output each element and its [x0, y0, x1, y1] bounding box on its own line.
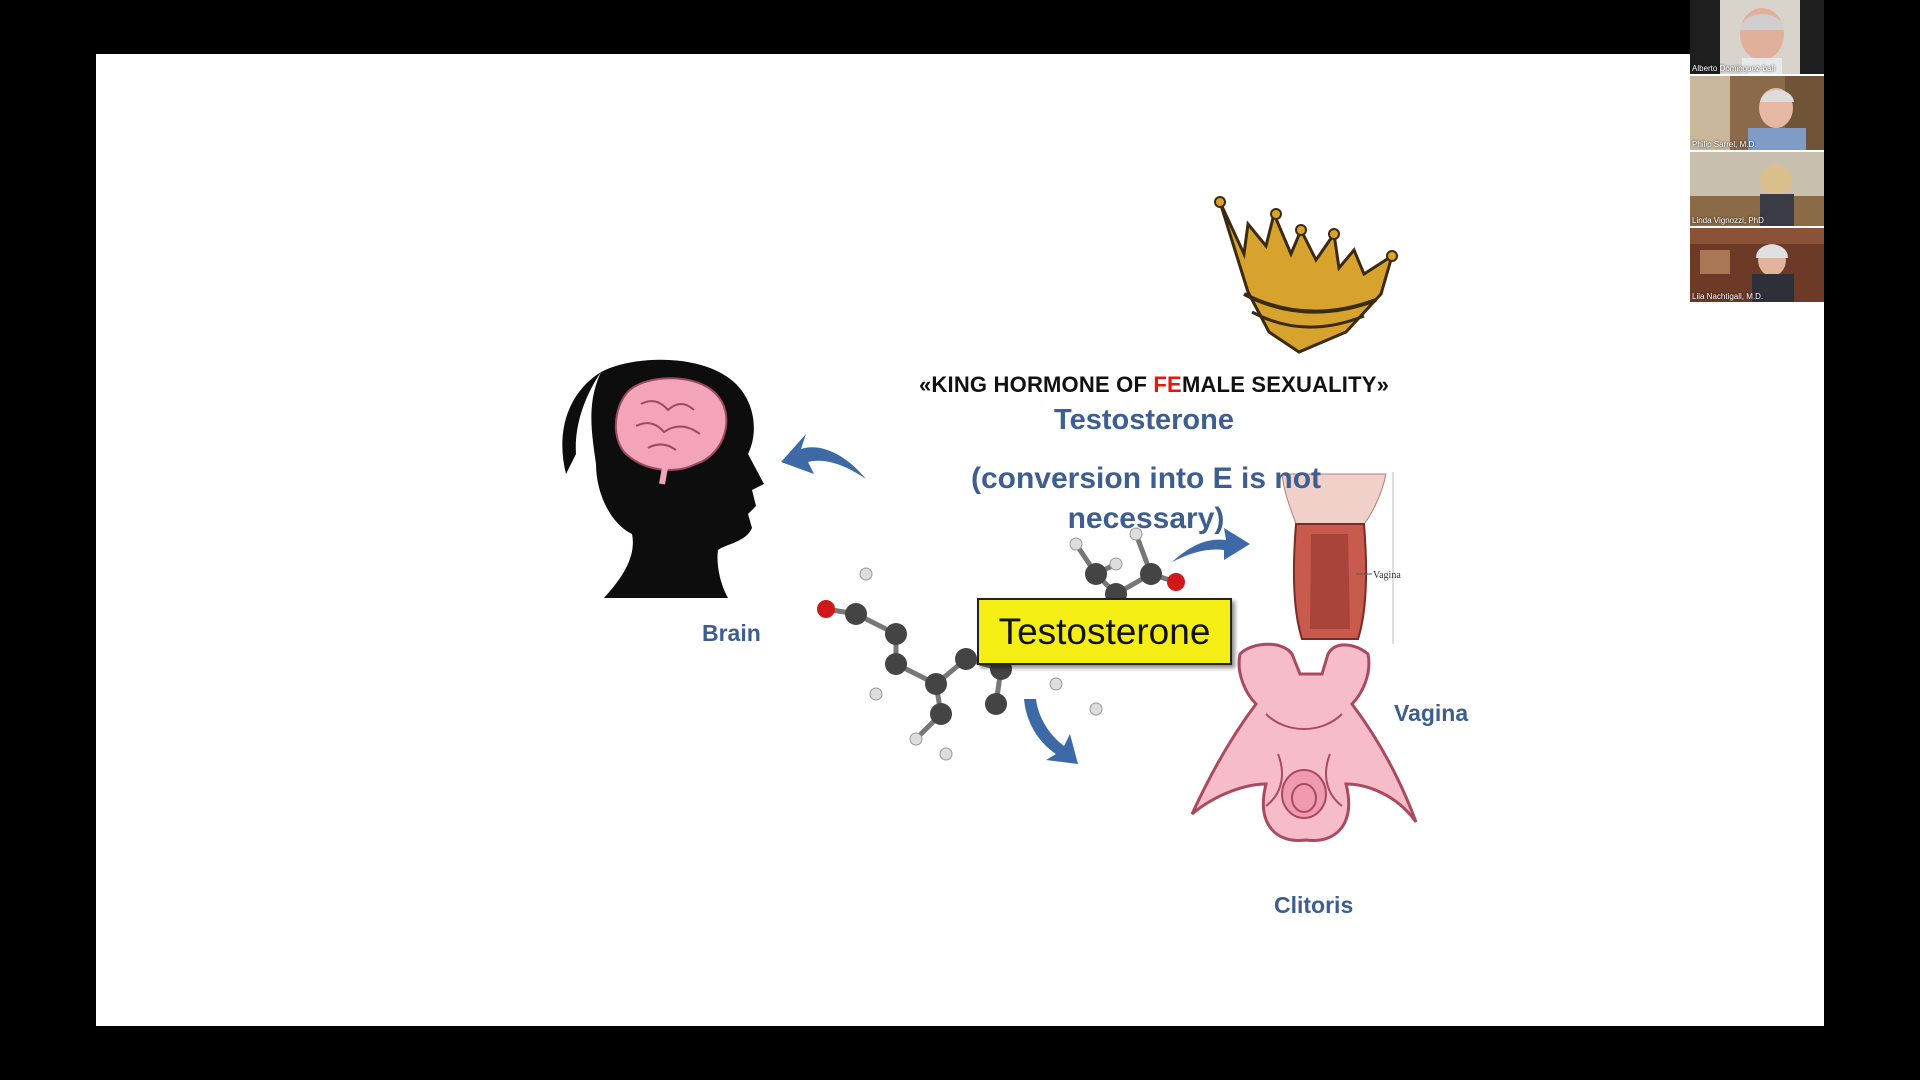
presentation-slide: Vagina «KING HORMONE OF FEMALE SEXUALITY…: [96, 54, 1824, 1026]
participant-tile[interactable]: Lila Nachtigall, M.D.: [1690, 228, 1824, 302]
vagina-inset-label: Vagina: [1373, 570, 1401, 581]
participant-tile[interactable]: Alberto Dominguez-bali: [1690, 0, 1824, 74]
headline-suffix: MALE SEXUALITY»: [1181, 372, 1390, 397]
video-feed: [1690, 228, 1824, 302]
slide-title: Testosterone: [1054, 404, 1234, 436]
molecule-icon: [817, 527, 1185, 761]
crown-icon: [1214, 196, 1398, 354]
conversion-note: (conversion into E is not necessary): [970, 462, 1322, 535]
participant-gallery: Alberto Dominguez-bali Philip Sarrel, M.…: [1690, 0, 1824, 302]
participant-name: Philip Sarrel, M.D.: [1692, 140, 1757, 149]
participant-name: Linda Vignozzi, PhD: [1692, 216, 1764, 225]
participant-name: Lila Nachtigall, M.D.: [1692, 292, 1764, 301]
headline-prefix: «KING HORMONE OF: [919, 372, 1154, 397]
headline-highlight: FE: [1153, 372, 1182, 397]
headline: «KING HORMONE OF FEMALE SEXUALITY»: [919, 372, 1389, 398]
vagina-label: Vagina: [1394, 700, 1469, 726]
clitoris-label: Clitoris: [1274, 892, 1354, 918]
participant-tile[interactable]: Linda Vignozzi, PhD: [1690, 152, 1824, 226]
brain-head-icon: [562, 359, 764, 598]
testosterone-label-box: Testosterone: [977, 598, 1232, 665]
video-feed: [1690, 76, 1824, 150]
vagina-illustration: Vagina: [1276, 472, 1401, 647]
brain-label: Brain: [702, 620, 761, 646]
clitoris-illustration: [1190, 642, 1418, 842]
participant-tile[interactable]: Philip Sarrel, M.D.: [1690, 76, 1824, 150]
video-feed: [1690, 0, 1824, 74]
arrow-icon: [781, 434, 1250, 764]
video-feed: [1690, 152, 1824, 226]
participant-name: Alberto Dominguez-bali: [1692, 64, 1776, 73]
